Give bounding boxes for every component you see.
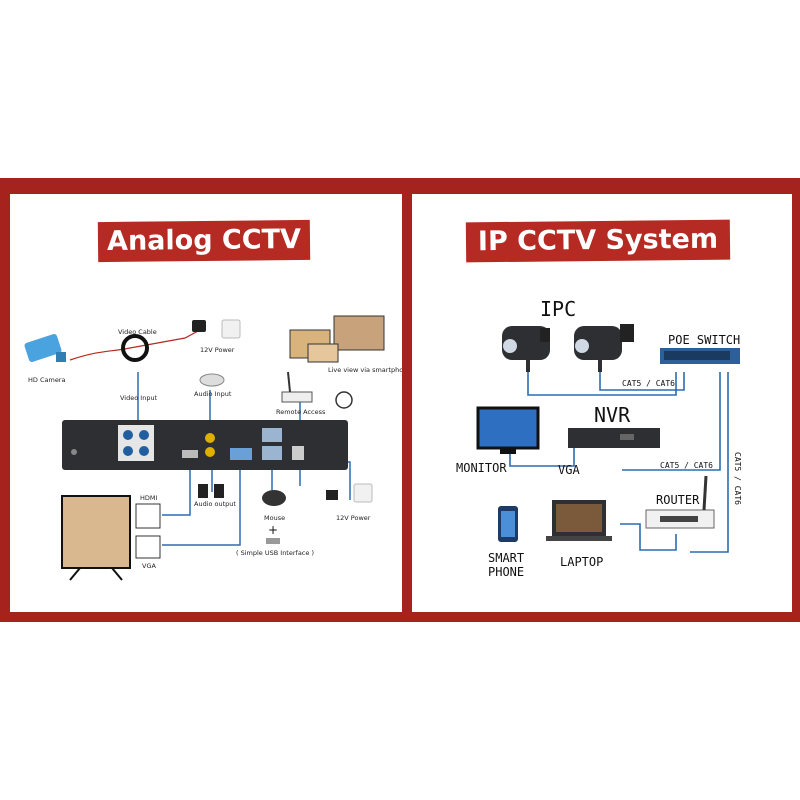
monitor-icon [476,406,540,454]
video-input-label: Video Input [120,394,158,402]
vga-label: VGA [142,562,156,570]
poe-switch-icon [660,348,740,364]
audio-input-label: Audio Input [194,390,232,398]
ipc-label: IPC [540,297,576,321]
usb-drive-icon [266,538,280,544]
mouse-icon [262,490,286,506]
laptop-icon [546,500,612,541]
video-cable-wire [69,329,201,361]
smart-phone-label-line2: PHONE [488,565,524,579]
poe-switch-label: POE SWITCH [668,333,740,347]
analog-cables [137,372,351,546]
power-outlet-icon [221,319,241,339]
cable-coil-icon [121,334,149,362]
hdmi-connector-icon [135,503,161,529]
ip-camera-1-icon [502,326,550,372]
monitor-label: MONITOR [456,461,507,475]
mobile-note: Live view via smartphone or PC [328,366,402,374]
mouse-label: Mouse [264,514,285,522]
cat-vertical-label: CAT5 / CAT6 [733,452,742,505]
ip-camera-2-icon [574,324,634,372]
power-adapter-icon [192,320,206,332]
ip-diagram: IPC POE SWITCH CAT5 / CAT6 NVR CAT5 / CA… [456,297,742,579]
router-icon [281,371,313,403]
nvr-label: NVR [594,403,631,427]
globe-icon [335,391,353,409]
display-monitor-icon [61,495,131,581]
hd-camera-icon [24,334,66,362]
audio-output-label: Audio output [194,500,236,508]
vga-label: VGA [558,463,580,477]
router-icon [645,475,715,529]
speaker-right-icon [214,484,224,498]
smartphone-icon [498,506,518,542]
cat-nvr-label: CAT5 / CAT6 [660,461,713,470]
usb-interface-label: ( Simple USB Interface ) [236,549,314,557]
smart-phone-label-line1: SMART [488,551,524,565]
remote-monitors-icon [289,315,385,363]
vga-connector-icon [135,535,161,559]
video-cable-label: Video Cable [118,328,157,336]
dvr-recorder [62,420,348,470]
power-adapter-bottom-icon [326,490,338,500]
plus-label: + [268,523,278,537]
hd-camera-label: HD Camera [28,376,65,384]
microphone-icon [199,373,225,387]
speaker-left-icon [198,484,208,498]
hdmi-label: HDMI [140,494,158,502]
power-outlet-bottom-icon [353,483,373,503]
power-bottom-label: 12V Power [336,514,371,522]
nvr-recorder-icon [568,428,660,448]
analog-diagram: HD Camera Video Cable 12V Power Live vie… [24,315,402,581]
remote-access-label: Remote Access [276,408,326,416]
power-top-label: 12V Power [200,346,235,354]
ip-cables [509,372,729,553]
laptop-label: LAPTOP [560,555,603,569]
router-label: ROUTER [656,493,700,507]
cat-switch-label: CAT5 / CAT6 [622,379,675,388]
